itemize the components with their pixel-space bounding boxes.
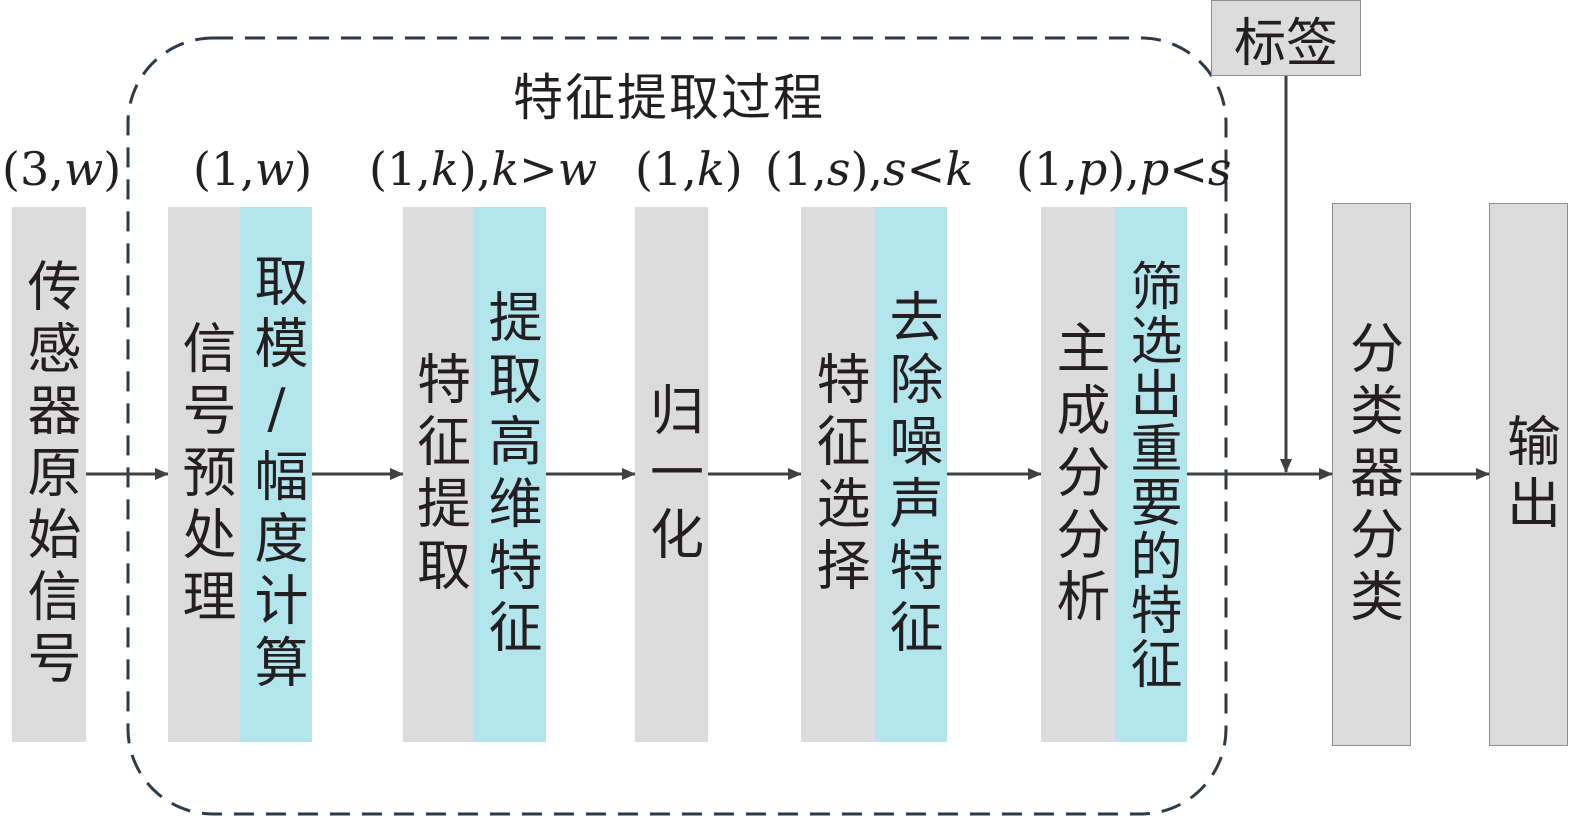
- dim-select: (1,s),s<k: [765, 142, 974, 196]
- block-classifier: 分类器分类: [1332, 203, 1411, 746]
- block-denoise-label: 去除噪声特征: [880, 288, 943, 661]
- block-output: 输出: [1489, 203, 1568, 746]
- dim-raw: (3,w): [2, 142, 122, 196]
- block-sensor-label: 传感器原始信号: [18, 257, 81, 692]
- block-sensor-signal: 传感器原始信号: [12, 207, 86, 742]
- block-feature-select: 特征选择: [801, 207, 875, 742]
- dim-feature: (1,k),k>w: [369, 142, 598, 196]
- block-normalize: 归一化: [635, 207, 708, 742]
- block-important-label: 筛选出重要的特征: [1121, 258, 1181, 691]
- block-denoise: 去除噪声特征: [875, 207, 947, 742]
- block-feature-select-label: 特征选择: [807, 350, 870, 599]
- block-feature-extract-label: 特征提取: [407, 350, 471, 599]
- block-amplitude: 取模/幅度计算: [240, 207, 312, 742]
- block-high-dim-label: 提取高维特征: [479, 288, 542, 661]
- block-high-dim: 提取高维特征: [474, 207, 546, 742]
- block-feature-extract: 特征提取: [403, 207, 474, 742]
- dim-preprocess: (1,w): [193, 142, 313, 196]
- block-normalize-label: 归一化: [640, 381, 704, 568]
- dim-pca: (1,p),p<s: [1016, 142, 1232, 196]
- block-output-label: 输出: [1497, 412, 1561, 537]
- label-box: 标签: [1211, 0, 1361, 76]
- dim-normalize: (1,k): [635, 142, 743, 196]
- block-preprocess-label: 信号预处理: [173, 319, 236, 630]
- block-important: 筛选出重要的特征: [1115, 207, 1187, 742]
- region-title: 特征提取过程: [513, 69, 825, 127]
- block-pca-label: 主成分分析: [1047, 319, 1110, 630]
- block-classifier-label: 分类器分类: [1340, 319, 1404, 630]
- block-preprocess: 信号预处理: [168, 207, 240, 742]
- block-pca: 主成分分析: [1041, 207, 1115, 742]
- feature-extraction-region: [126, 36, 1228, 816]
- block-amplitude-label: 取模/幅度计算: [245, 253, 308, 696]
